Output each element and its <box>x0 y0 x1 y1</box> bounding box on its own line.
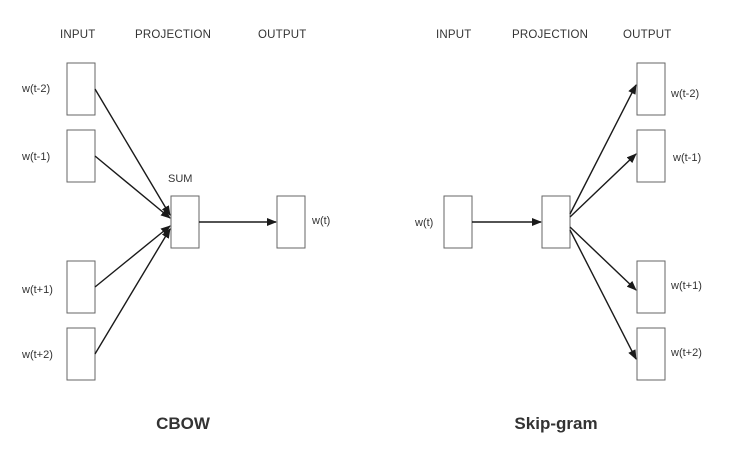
cbow-arrow-4 <box>94 228 171 355</box>
skipgram-output-box-2 <box>636 129 666 183</box>
cbow-arrow-3 <box>94 225 171 288</box>
skipgram-panel: INPUT PROJECTION OUTPUT w(t) w(t-2) w(t-… <box>414 29 702 433</box>
cbow-output-box <box>276 195 306 249</box>
skipgram-output-label-4: w(t+2) <box>670 347 702 359</box>
skipgram-output-box-3 <box>636 260 666 314</box>
skipgram-projection-header: PROJECTION <box>512 29 588 41</box>
skipgram-input-header: INPUT <box>436 29 472 41</box>
cbow-input-label-1: w(t-2) <box>21 83 50 95</box>
skipgram-input-label: w(t) <box>414 217 433 229</box>
cbow-output-header: OUTPUT <box>258 29 306 41</box>
skipgram-title: Skip-gram <box>514 414 597 433</box>
cbow-input-header: INPUT <box>60 29 96 41</box>
skipgram-output-box-1 <box>636 62 666 116</box>
cbow-input-box-1 <box>66 62 96 116</box>
skipgram-arrow-1 <box>569 84 637 215</box>
skipgram-output-label-2: w(t-1) <box>672 152 701 164</box>
cbow-input-label-4: w(t+2) <box>21 349 53 361</box>
cbow-input-box-4 <box>66 327 96 381</box>
skipgram-output-label-1: w(t-2) <box>670 88 699 100</box>
cbow-arrow-1 <box>94 88 171 216</box>
skipgram-arrow-2 <box>569 153 637 218</box>
cbow-output-label: w(t) <box>311 215 330 227</box>
skipgram-arrow-3 <box>569 226 637 291</box>
cbow-projection-box <box>170 195 200 249</box>
skipgram-input-box <box>443 195 473 249</box>
skipgram-arrow-4 <box>569 229 637 360</box>
cbow-input-box-2 <box>66 129 96 183</box>
skipgram-output-header: OUTPUT <box>623 29 671 41</box>
cbow-input-label-2: w(t-1) <box>21 151 50 163</box>
cbow-input-label-3: w(t+1) <box>21 284 53 296</box>
cbow-input-box-3 <box>66 260 96 314</box>
cbow-title: CBOW <box>156 414 211 433</box>
skipgram-output-label-3: w(t+1) <box>670 280 702 292</box>
cbow-sum-label: SUM <box>168 173 192 185</box>
cbow-panel: INPUT PROJECTION OUTPUT w(t-2) w(t-1) w(… <box>21 29 330 433</box>
cbow-arrow-2 <box>94 155 171 219</box>
skipgram-projection-box <box>541 195 571 249</box>
skipgram-output-box-4 <box>636 327 666 381</box>
cbow-projection-header: PROJECTION <box>135 29 211 41</box>
